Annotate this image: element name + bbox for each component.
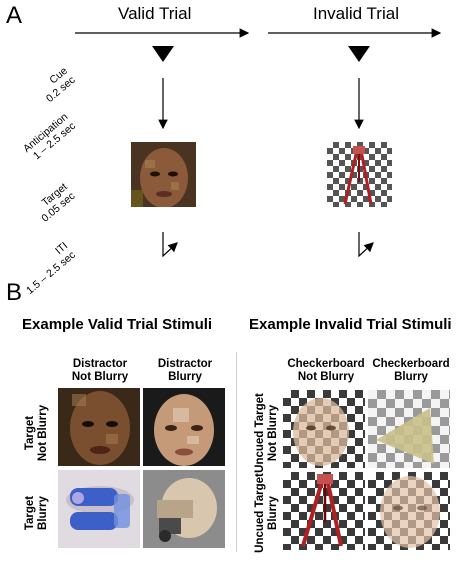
row-header-uncued-target-blurry: Uncued Target Blurry xyxy=(254,473,279,553)
stimulus-object-distractor-blurry xyxy=(143,470,225,548)
row-header-target-not-blurry: Target Not Blurry xyxy=(24,404,49,462)
section-divider xyxy=(236,352,237,552)
invalid-target-checker-image xyxy=(327,142,392,207)
valid-trial-title: Valid Trial xyxy=(118,4,192,23)
invalid-cue-triangle xyxy=(348,46,370,62)
row-header-uncued-target-not-blurry: Uncued Target Not Blurry xyxy=(254,393,279,473)
panel-b-label: B xyxy=(6,279,23,306)
valid-target-face-image xyxy=(131,142,196,207)
row-header-target-blurry: Target Blurry xyxy=(24,495,49,531)
valid-iti-arrow xyxy=(162,232,178,258)
stimulus-checker-tripod-not-blurry xyxy=(283,472,365,550)
col-header-checkerboard-blurry: Checkerboard Blurry xyxy=(372,358,450,383)
invalid-trial-title: Invalid Trial xyxy=(313,4,399,23)
stimulus-face-not-blurry xyxy=(58,388,140,466)
valid-stimuli-title: Example Valid Trial Stimuli xyxy=(22,316,213,333)
stimulus-checker-face-blurry xyxy=(368,472,450,550)
panel-a-label: A xyxy=(6,2,23,29)
stimulus-checker-face-not-blurry xyxy=(283,390,365,468)
invalid-stimuli-title: Example Invalid Trial Stimuli xyxy=(249,316,452,333)
stimulus-checker-triangle-blurry xyxy=(368,390,450,468)
col-header-checkerboard-not-blurry: Checkerboard Not Blurry xyxy=(287,358,365,383)
stimulus-face-distractor-blurry xyxy=(143,388,225,466)
valid-cue-triangle xyxy=(152,46,174,62)
invalid-iti-arrow xyxy=(358,232,374,258)
timeline-arrows xyxy=(75,28,442,258)
col-header-distractor-not-blurry: Distractor Not Blurry xyxy=(71,358,129,383)
col-header-distractor-blurry: Distractor Blurry xyxy=(157,358,213,383)
stimulus-object-target-blurry xyxy=(58,470,140,548)
